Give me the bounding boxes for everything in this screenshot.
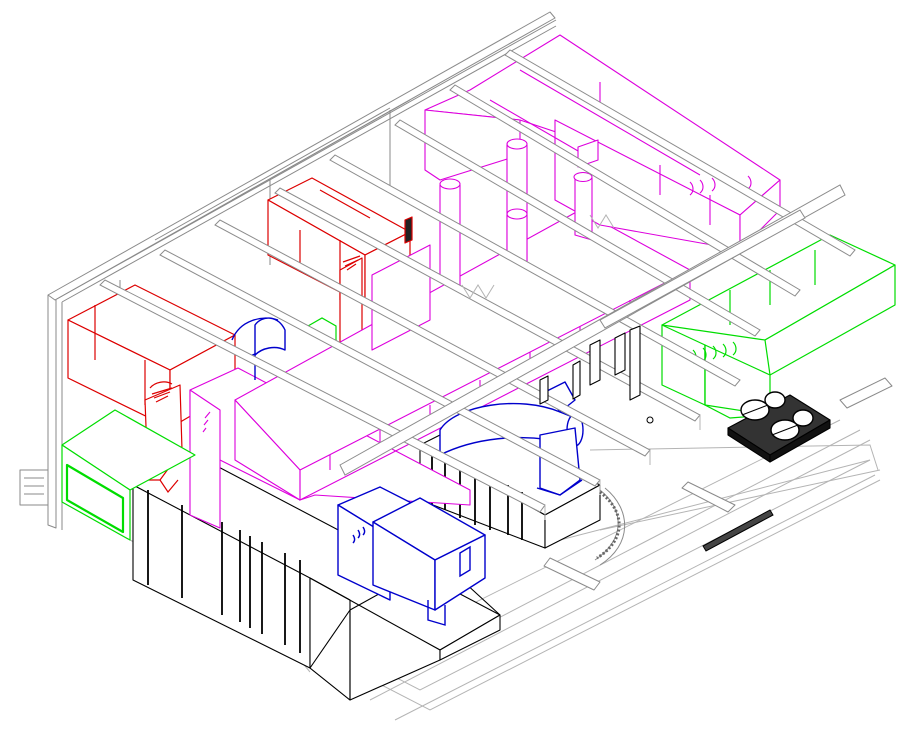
- exhaust-stacks: [439, 138, 593, 291]
- exhaust-duct-upper: [424, 34, 781, 251]
- return-duct-left: [61, 317, 337, 541]
- pump-skid: [727, 391, 831, 463]
- support-legs: [539, 325, 641, 405]
- curved-ramp: [594, 487, 626, 566]
- air-handling-unit-row: [132, 451, 501, 701]
- chiller-units: [337, 486, 486, 626]
- floor-plates: [543, 377, 893, 591]
- supply-duct-right: [267, 177, 413, 356]
